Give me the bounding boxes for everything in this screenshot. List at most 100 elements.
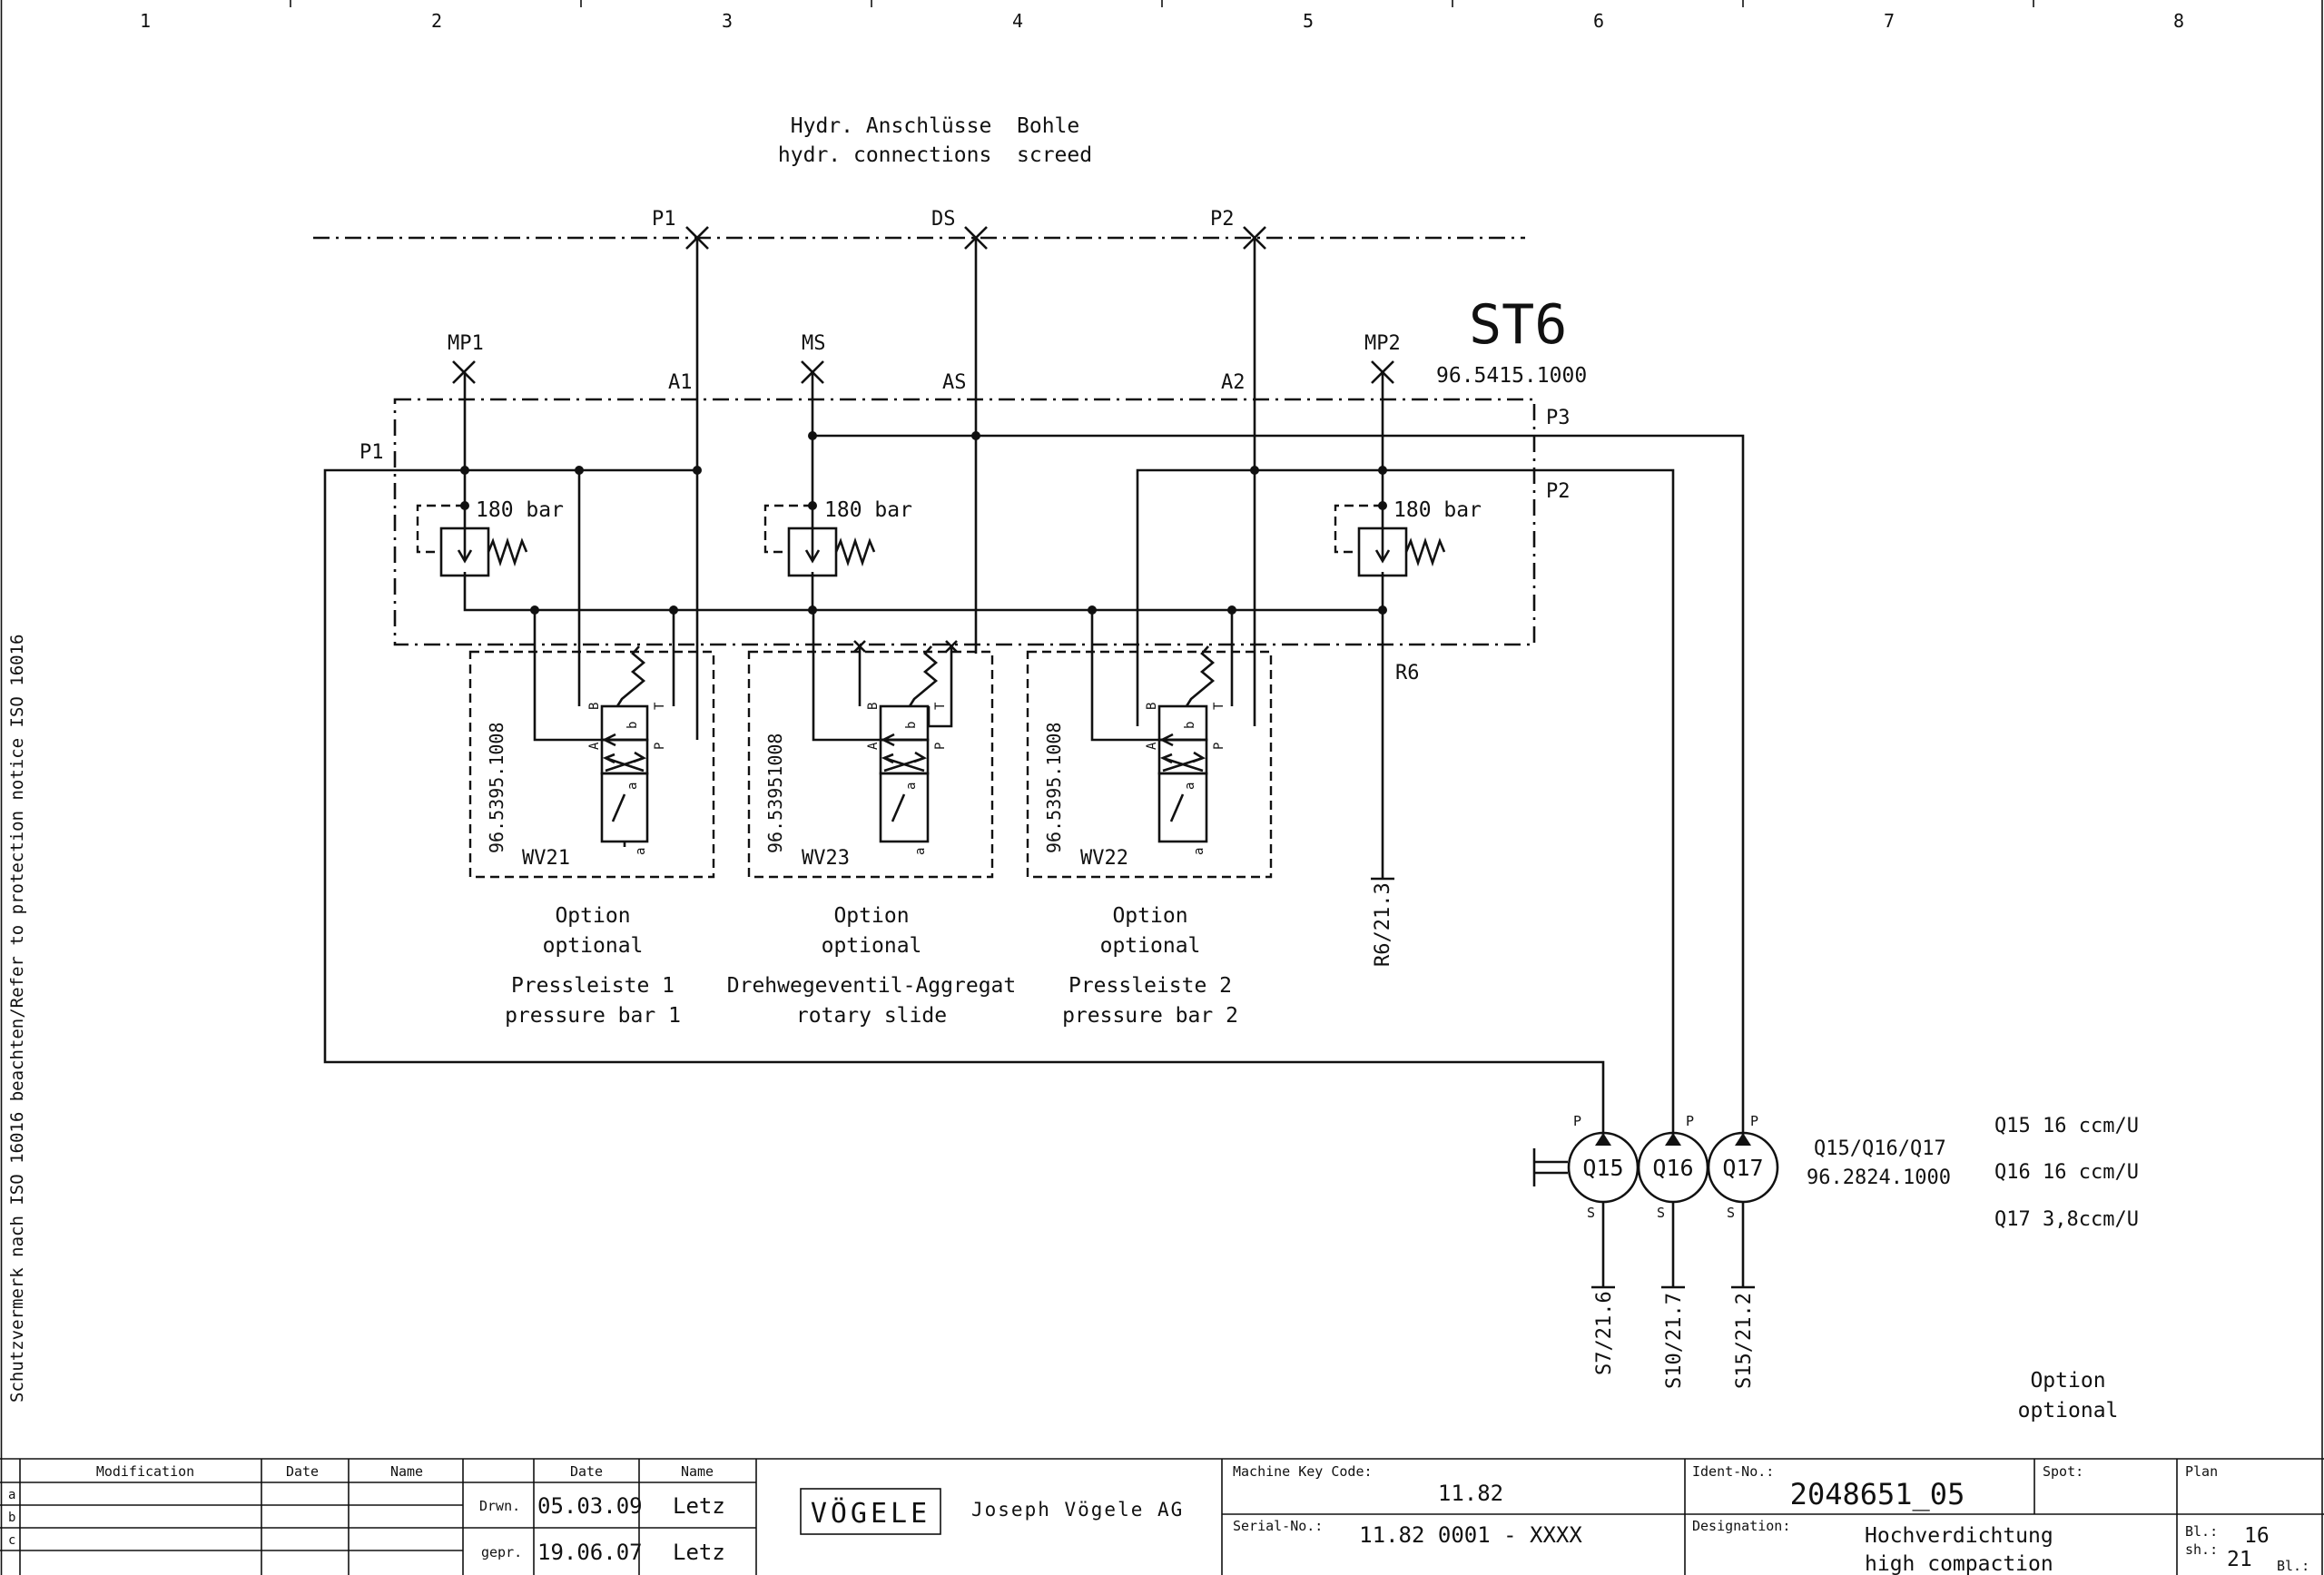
- valve-name-en: rotary slide: [796, 1004, 947, 1028]
- column-number: 5: [1303, 10, 1314, 32]
- pump-spec: Q16 16 ccm/U: [1994, 1161, 2139, 1184]
- column-number: 6: [1593, 10, 1604, 32]
- spool-port-label: A: [866, 742, 881, 750]
- port-p2-label: P2: [1210, 208, 1235, 231]
- pump-port-p: P: [1686, 1113, 1694, 1129]
- spool-position-label: b: [625, 722, 640, 729]
- port-ds-label: DS: [931, 208, 956, 231]
- valve-id: WV21: [522, 847, 570, 870]
- port-p1-label: P1: [652, 208, 676, 231]
- valve-part-number: 96.5395.1008: [486, 723, 507, 854]
- sheet-label: Bl.:: [2185, 1523, 2218, 1540]
- valve-boundary-wv23: [747, 650, 994, 879]
- suction-reference: S10/21.7: [1663, 1293, 1686, 1389]
- revision-row: c: [8, 1533, 15, 1548]
- spool-port-label: B: [587, 703, 602, 710]
- directional-valve-wv22: [1157, 645, 1216, 843]
- spool-position-label: a: [634, 848, 648, 855]
- column-number: 1: [140, 10, 151, 32]
- col-date: Date: [570, 1463, 603, 1480]
- valve-id: WV23: [802, 847, 850, 870]
- spool-port-label: P: [653, 743, 667, 750]
- line-a1-label: A1: [668, 371, 693, 394]
- column-number: 7: [1884, 10, 1895, 32]
- company-logo-frame: [800, 1488, 941, 1535]
- drawn-label: Drwn.: [479, 1498, 520, 1514]
- spool-position-label: a: [904, 783, 919, 790]
- line-p1-label: P1: [359, 441, 384, 464]
- column-number: 2: [431, 10, 442, 32]
- sheet-number: 16: [2244, 1524, 2270, 1548]
- pump-port-p: P: [1750, 1113, 1758, 1129]
- column-ticks: [290, 0, 2034, 7]
- pump-q17: [1707, 1131, 1779, 1289]
- valve-option: Option: [833, 904, 909, 928]
- suction-reference: S7/21.6: [1593, 1291, 1616, 1375]
- line-p3-label: P3: [1546, 407, 1571, 429]
- valve-option: Option: [555, 904, 630, 928]
- relief-valve: [763, 504, 876, 577]
- sheets-label: sh.:: [2185, 1541, 2218, 1558]
- spool-port-label: T: [1212, 702, 1226, 710]
- pump-port-s: S: [1727, 1205, 1735, 1221]
- pump-drive-shaft: [1532, 1148, 1568, 1186]
- mp2-label: MP2: [1364, 332, 1401, 355]
- machine-key-label: Machine Key Code:: [1233, 1463, 1373, 1480]
- spool-port-label: B: [866, 703, 881, 710]
- valve-name-en: pressure bar 2: [1062, 1004, 1238, 1028]
- serial-label: Serial-No.:: [1233, 1518, 1323, 1534]
- relief-pressure-label: 180 bar: [824, 498, 912, 522]
- title-block: [0, 1458, 2324, 1575]
- pump-spec: Q17 3,8ccm/U: [1994, 1208, 2139, 1231]
- drawn-date: 05.03.09: [537, 1493, 643, 1519]
- sheets-label-2: Bl.:: [2277, 1558, 2309, 1574]
- protection-notice: Schutzvermerk nach ISO 16016 beachten/Re…: [7, 635, 27, 1403]
- pump-port-s: S: [1587, 1205, 1595, 1221]
- valve-boundary-wv21: [468, 650, 715, 879]
- hydraulic-lines: [323, 238, 1745, 1139]
- valve-optional: optional: [822, 934, 922, 958]
- ident-number: 2048651_05: [1790, 1477, 1965, 1511]
- ms-label: MS: [802, 332, 826, 355]
- valve-name-de: Pressleiste 2: [1068, 974, 1232, 998]
- company-name: Joseph Vögele AG: [971, 1499, 1184, 1521]
- valve-optional: optional: [1100, 934, 1201, 958]
- pump-label: Q17: [1722, 1155, 1763, 1181]
- option-note: Option: [2030, 1369, 2105, 1393]
- valve-name-de: Pressleiste 1: [511, 974, 675, 998]
- col-name: Name: [390, 1463, 423, 1480]
- valve-part-number: 96.5395.1008: [1043, 723, 1065, 854]
- company-logo: VÖGELE: [811, 1497, 931, 1530]
- line-as-label: AS: [942, 371, 967, 394]
- suction-reference: S15/21.2: [1733, 1293, 1756, 1389]
- line-a2-label: A2: [1221, 371, 1246, 394]
- spool-port-label: A: [1145, 742, 1159, 750]
- relief-valve: [416, 504, 528, 577]
- pump-label: Q15: [1582, 1155, 1623, 1181]
- revision-row: b: [8, 1511, 15, 1525]
- pump-part-number: 96.2824.1000: [1807, 1166, 1951, 1189]
- spool-port-label: T: [933, 702, 948, 710]
- spool-port-label: B: [1145, 703, 1159, 710]
- column-number: 8: [2173, 10, 2184, 32]
- machine-key-code: 11.82: [1438, 1481, 1503, 1506]
- spool-port-label: T: [653, 702, 667, 710]
- relief-pressure-label: 180 bar: [1393, 498, 1482, 522]
- valve-option: Option: [1112, 904, 1187, 928]
- spool-position-label: a: [625, 783, 640, 790]
- serial-number: 11.82 0001 - XXXX: [1359, 1522, 1582, 1548]
- directional-valve-wv23: [853, 640, 958, 843]
- relief-valve: [1334, 504, 1446, 577]
- mp1-label: MP1: [448, 332, 484, 355]
- line-p2-label: P2: [1546, 480, 1571, 503]
- column-number: 4: [1012, 10, 1023, 32]
- block-part-number: 96.5415.1000: [1436, 364, 1587, 388]
- col-date: Date: [286, 1463, 319, 1480]
- designation-en: high compaction: [1865, 1552, 2053, 1575]
- valve-part-number: 96.53951008: [764, 733, 786, 853]
- spot-label: Spot:: [2043, 1463, 2083, 1480]
- spool-position-label: b: [1183, 722, 1197, 729]
- valve-optional: optional: [543, 934, 644, 958]
- spool-port-label: P: [1212, 743, 1226, 750]
